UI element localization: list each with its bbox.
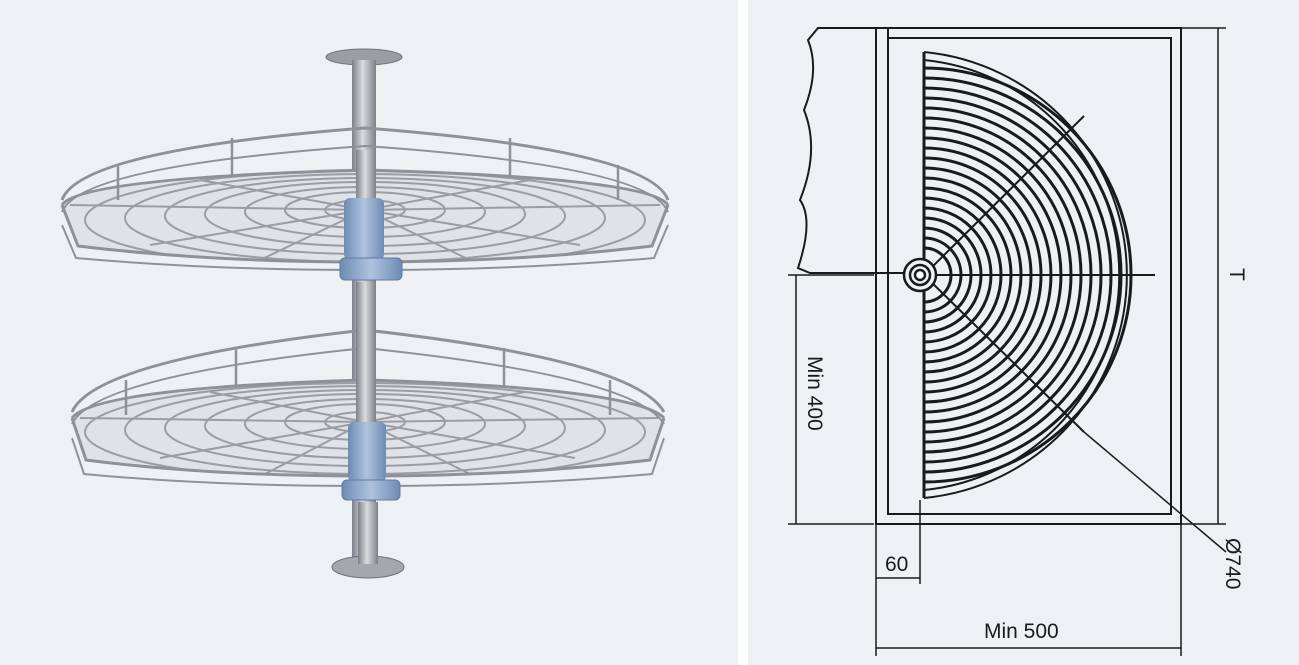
diameter-label: Ø740 <box>1221 538 1244 589</box>
shelf-plan <box>922 51 1155 499</box>
min-depth-label: Min 400 <box>803 356 826 431</box>
min-width-label: Min 500 <box>984 620 1059 643</box>
height-label: T <box>1225 268 1248 281</box>
pole-symbol <box>902 257 938 293</box>
side-cabinet-wall <box>796 27 889 274</box>
product-photo-panel <box>0 0 738 665</box>
technical-drawing-panel: Min 400 T 60 Min 500 Ø740 <box>748 0 1299 665</box>
cabinet-outline <box>875 27 1182 525</box>
carousel-basket-illustration <box>60 48 670 579</box>
offset-label: 60 <box>885 553 908 576</box>
technical-drawing: Min 400 T 60 Min 500 Ø740 <box>788 27 1248 656</box>
lower-bracket <box>341 422 401 501</box>
upper-bracket <box>339 198 403 281</box>
